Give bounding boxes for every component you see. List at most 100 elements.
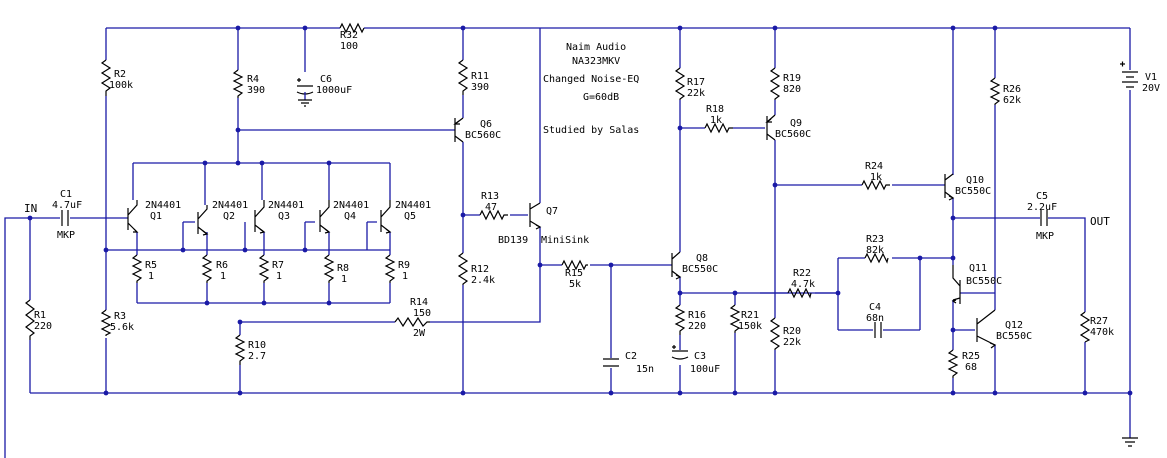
resistor-r18-symbol <box>704 122 733 134</box>
q11-name: Q11 <box>969 263 987 274</box>
r2-value: 100k <box>109 80 133 91</box>
r11-value: 390 <box>471 82 489 93</box>
q6-name: Q6 <box>480 119 492 130</box>
r17-value: 22k <box>687 88 705 99</box>
r14-name: R14 <box>410 297 428 308</box>
r8-value: 1 <box>341 274 347 285</box>
r13-name: R13 <box>481 191 499 202</box>
r9-name: R9 <box>398 260 410 271</box>
r19-value: 820 <box>783 84 801 95</box>
q5-value: 2N4401 <box>395 200 431 211</box>
q9-name: Q9 <box>790 118 802 129</box>
r4-value: 390 <box>247 85 265 96</box>
r15-value: 5k <box>569 279 581 290</box>
r19-name: R19 <box>783 73 801 84</box>
r12-value: 2.4k <box>471 275 495 286</box>
capacitor-c3-symbol <box>671 345 689 360</box>
r24-value: 1k <box>870 172 882 183</box>
note-line-3: Changed Noise-EQ <box>543 74 639 85</box>
input-port-label: IN <box>24 202 37 215</box>
r16-value: 220 <box>688 321 706 332</box>
transistor-q9-symbol <box>765 114 776 141</box>
resistor-r19-symbol <box>769 67 781 100</box>
q3-value: 2N4401 <box>268 200 304 211</box>
r13-value: 47 <box>485 202 497 213</box>
c3-name: C3 <box>694 351 706 362</box>
q8-value: BC550C <box>682 264 718 275</box>
resistor-r25-symbol <box>947 349 959 378</box>
c6-name: C6 <box>320 74 332 85</box>
r21-value: 150k <box>738 321 762 332</box>
junction-dots <box>27 25 1133 396</box>
capacitor-c4-symbol <box>874 322 882 338</box>
q12-name: Q12 <box>1005 320 1023 331</box>
capacitor-c6-symbol <box>296 78 314 107</box>
r21-name: R21 <box>741 310 759 321</box>
r1-value: 220 <box>34 321 52 332</box>
r32-name: R32 <box>340 30 358 41</box>
transistor-q10-symbol <box>944 173 955 201</box>
r18-name: R18 <box>706 104 724 115</box>
r25-name: R25 <box>962 351 980 362</box>
r23-value: 82k <box>866 245 884 256</box>
q5-name: Q5 <box>404 211 416 222</box>
transistor-q11-symbol <box>951 265 961 304</box>
resistor-r9-symbol <box>384 254 396 283</box>
c3-value: 100uF <box>690 364 720 375</box>
r1-name: R1 <box>34 310 46 321</box>
resistor-r17-symbol <box>674 67 686 100</box>
resistor-symbols <box>25 22 1091 378</box>
q8-name: Q8 <box>696 253 708 264</box>
resistor-r8-symbol <box>323 254 335 283</box>
resistor-r6-symbol <box>201 254 213 283</box>
c6-value: 1000uF <box>316 85 352 96</box>
q7-heatsink: MiniSink <box>541 235 589 246</box>
resistor-r1-symbol <box>25 299 35 340</box>
resistor-r10-symbol <box>234 334 246 365</box>
transistor-q3-symbol <box>254 200 266 234</box>
r15-name: R15 <box>565 268 583 279</box>
resistor-r5-symbol <box>131 254 143 283</box>
r17-name: R17 <box>687 77 705 88</box>
c5-type: MKP <box>1036 231 1054 242</box>
r9-value: 1 <box>402 271 408 282</box>
r22-name: R22 <box>793 268 811 279</box>
transistor-q8-symbol <box>671 251 682 280</box>
r12-name: R12 <box>471 264 489 275</box>
r23-name: R23 <box>866 234 884 245</box>
r27-name: R27 <box>1090 316 1108 327</box>
resistor-r21-symbol <box>729 304 741 333</box>
r25-value: 68 <box>965 362 977 373</box>
capacitor-symbols <box>61 78 1048 367</box>
r18-value: 1k <box>710 115 722 126</box>
resistor-r27-symbol <box>1079 311 1091 343</box>
r24-name: R24 <box>865 161 883 172</box>
q11-value: BC550C <box>966 276 1002 287</box>
transistor-q4-symbol <box>319 200 331 234</box>
q2-value: 2N4401 <box>212 200 248 211</box>
resistor-r12-symbol <box>457 252 469 285</box>
output-port-label: OUT <box>1090 215 1110 228</box>
resistor-r32-symbol <box>339 22 365 34</box>
c5-name: C5 <box>1036 191 1048 202</box>
port-labels: IN OUT <box>24 202 1110 228</box>
battery-v1-symbol <box>1120 61 1138 88</box>
r5-name: R5 <box>145 260 157 271</box>
note-line-5: Studied by Salas <box>543 125 639 136</box>
note-line-1: Naim Audio <box>566 42 626 53</box>
q2-name: Q2 <box>223 211 235 222</box>
c4-value: 68n <box>866 313 884 324</box>
capacitor-c2-symbol <box>603 358 619 367</box>
transistor-q7-symbol <box>529 202 542 230</box>
resistor-r24-symbol <box>861 179 890 191</box>
q1-name: Q1 <box>150 211 162 222</box>
q10-value: BC550C <box>955 186 991 197</box>
transistor-q5-symbol <box>380 200 392 234</box>
capacitor-c5-symbol <box>1040 210 1048 226</box>
ground-symbol <box>1122 437 1138 447</box>
resistor-r3-symbol <box>100 309 112 336</box>
r11-name: R11 <box>471 71 489 82</box>
r16-name: R16 <box>688 310 706 321</box>
q10-name: Q10 <box>966 175 984 186</box>
